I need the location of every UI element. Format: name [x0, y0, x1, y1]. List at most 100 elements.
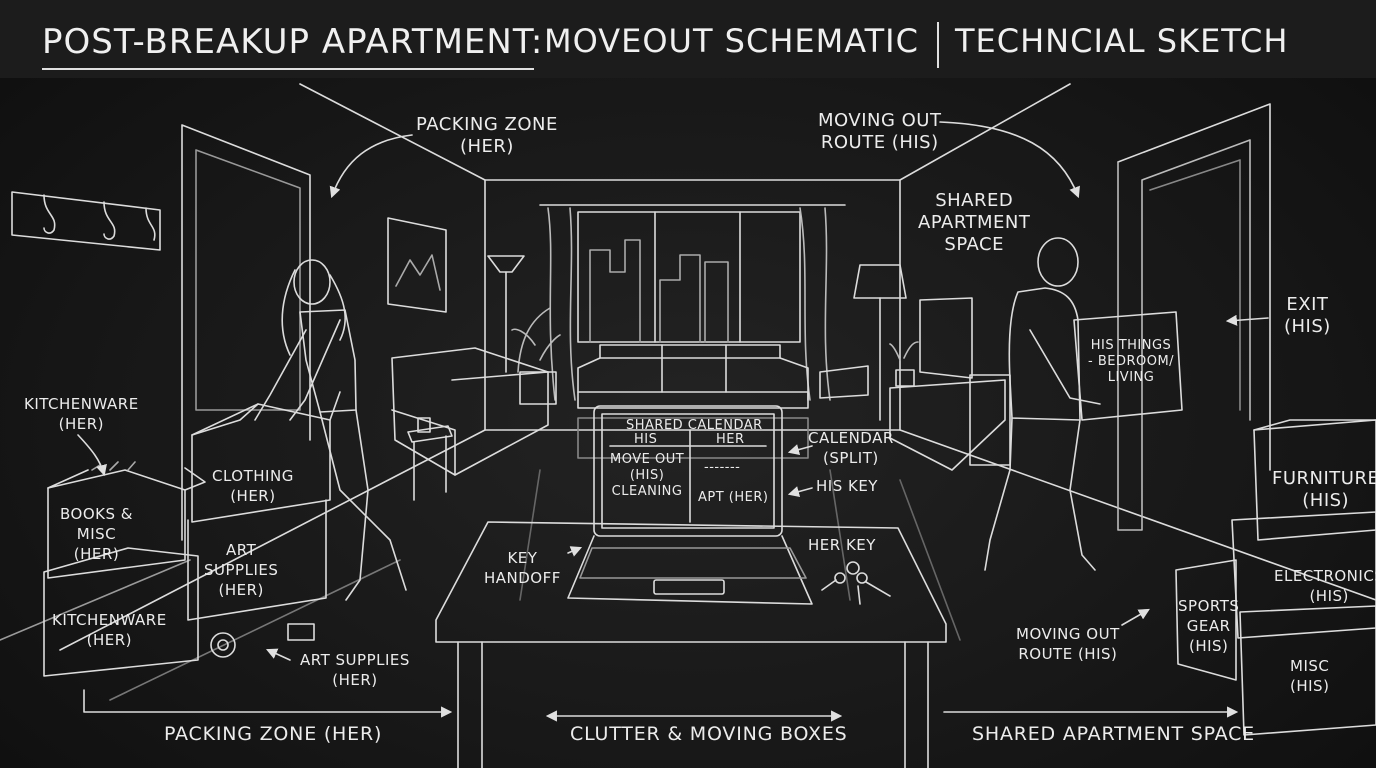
zone-label-packing: PACKING ZONE (HER) [164, 723, 383, 745]
house-plants [511, 307, 919, 405]
box-label-line: (HER) [86, 631, 133, 649]
callout-key-handoff: KEY HANDOFF [484, 548, 561, 588]
calendar-his-entry: MOVE OUT (HIS) CLEANING [610, 452, 684, 500]
callout-line: ROUTE (HIS) [820, 132, 939, 153]
box-label-line: - BEDROOM/ [1088, 354, 1175, 369]
laptop [567, 405, 813, 605]
right-doorway-exit [1117, 103, 1271, 531]
box-label-line: (HER) [218, 581, 264, 599]
box-label-line: SPORTS [1178, 597, 1240, 615]
callout-arrows [77, 121, 1269, 661]
side-table-mug [407, 417, 453, 501]
box-label-line: LIVING [1107, 370, 1155, 385]
rug [577, 417, 809, 459]
box-label-line: BOOKS & [60, 505, 133, 523]
box-label-line: (HER) [230, 487, 276, 505]
woman-packing-figure [254, 259, 407, 601]
callout-line: ROUTE (HIS) [1018, 645, 1118, 663]
callout-line: MOVING OUT [1016, 625, 1120, 643]
callout-his-key: HIS KEY [816, 477, 878, 495]
her-boxes [43, 391, 341, 677]
box-label-line: (HIS) [1309, 587, 1349, 605]
calendar-entry-line: (HIS) [629, 468, 665, 483]
page-title: POST-BREAKUP APARTMENT: [42, 22, 544, 62]
sofa-left [391, 347, 549, 476]
callout-moving-route-top: MOVING OUT ROUTE (HIS) [818, 110, 941, 154]
left-doorway [181, 124, 311, 541]
callout-kitchenware-her: KITCHENWARE (HER) [24, 394, 139, 434]
callout-line: (HER) [58, 415, 105, 433]
box-label-sports-gear: SPORTS GEAR (HIS) [1178, 596, 1239, 656]
title-underline [42, 68, 534, 70]
calendar-col-his: HIS [634, 432, 658, 447]
box-label-line: ART [226, 541, 257, 559]
box-label-art-supplies: ART SUPPLIES (HER) [204, 540, 278, 600]
callout-line: PACKING ZONE [416, 114, 558, 135]
box-label-line: ELECTRONICS [1274, 567, 1376, 585]
box-label-line: (HIS) [1290, 677, 1330, 695]
callout-line: KITCHENWARE [24, 395, 139, 413]
callout-line: CALENDAR [808, 429, 894, 447]
box-label-line: (HER) [73, 545, 120, 563]
callout-shared-apartment-space: SHARED APARTMENT SPACE [918, 190, 1030, 256]
callout-line: EXIT [1286, 294, 1329, 315]
box-label-line: CLOTHING [212, 467, 294, 485]
box-label-line: (HIS) [1302, 490, 1350, 511]
keys [821, 561, 891, 605]
callout-line: (HER) [459, 136, 514, 157]
box-label-furniture: FURNITURE (HIS) [1272, 468, 1376, 512]
callout-line: (HIS) [1284, 316, 1331, 337]
calendar-entry-line: MOVE OUT [610, 452, 685, 467]
callout-exit-his: EXIT (HIS) [1284, 294, 1331, 338]
floor-lamps [487, 255, 907, 421]
coat-hook-rack [11, 191, 161, 251]
callout-line: APARTMENT [918, 212, 1031, 233]
callout-line: (SPLIT) [823, 449, 879, 467]
window-cityscape [539, 204, 846, 401]
callout-moving-route-bottom: MOVING OUT ROUTE (HIS) [1016, 624, 1120, 664]
callout-line: SPACE [944, 234, 1004, 255]
box-label-line: MISC [76, 525, 117, 543]
box-label-clothing: CLOTHING (HER) [212, 466, 294, 506]
callout-line: (HER) [332, 671, 378, 689]
callout-line: MOVING OUT [818, 110, 942, 131]
page-subtitle-technical: TECHNCIAL SKETCH [955, 22, 1289, 60]
zone-label-clutter: CLUTTER & MOVING BOXES [570, 723, 848, 745]
box-label-misc: MISC (HIS) [1290, 656, 1329, 696]
box-label-line: SUPPLIES [204, 561, 279, 579]
box-label-books: BOOKS & MISC (HER) [60, 504, 133, 564]
calendar-her-entry: APT (HER) [698, 490, 769, 505]
calendar-header: SHARED CALENDAR [626, 418, 763, 433]
box-label-line: GEAR [1186, 617, 1231, 635]
box-label-line: HIS THINGS [1090, 338, 1172, 353]
box-label-line: FURNITURE [1272, 468, 1376, 489]
callout-line: ART SUPPLIES [300, 651, 410, 669]
box-label-line: MISC [1290, 657, 1330, 675]
title-separator [937, 22, 939, 68]
calendar-col-her: HER [716, 432, 745, 447]
callout-her-key: HER KEY [808, 536, 876, 554]
page-subtitle: MOVEOUT SCHEMATIC [544, 22, 919, 60]
desk [435, 521, 947, 768]
title-bar [0, 0, 1376, 78]
callout-packing-zone-her: PACKING ZONE (HER) [416, 114, 558, 158]
callout-line: HANDOFF [484, 569, 561, 587]
callout-line: KEY [507, 549, 538, 567]
man-carrying-box-figure [984, 237, 1101, 571]
bottom-zone-arrows [83, 689, 1239, 722]
callout-calendar-split: CALENDAR (SPLIT) [808, 428, 894, 468]
room-walls [0, 83, 1376, 701]
wall-picture-frame [387, 217, 447, 313]
box-label-line: KITCHENWARE [52, 611, 167, 629]
box-label-electronics: ELECTRONICS (HIS) [1274, 566, 1376, 606]
box-label-kitchenware: KITCHENWARE (HER) [52, 610, 167, 650]
sofa-back-wall [577, 344, 809, 409]
box-label-his-things: HIS THINGS - BEDROOM/ LIVING [1088, 338, 1174, 386]
calendar-her-blank: ------- [704, 460, 741, 475]
box-label-line: (HIS) [1188, 637, 1229, 655]
his-boxes [1073, 311, 1376, 736]
callout-line: SHARED [935, 190, 1014, 211]
calendar-entry-line: CLEANING [611, 484, 683, 499]
